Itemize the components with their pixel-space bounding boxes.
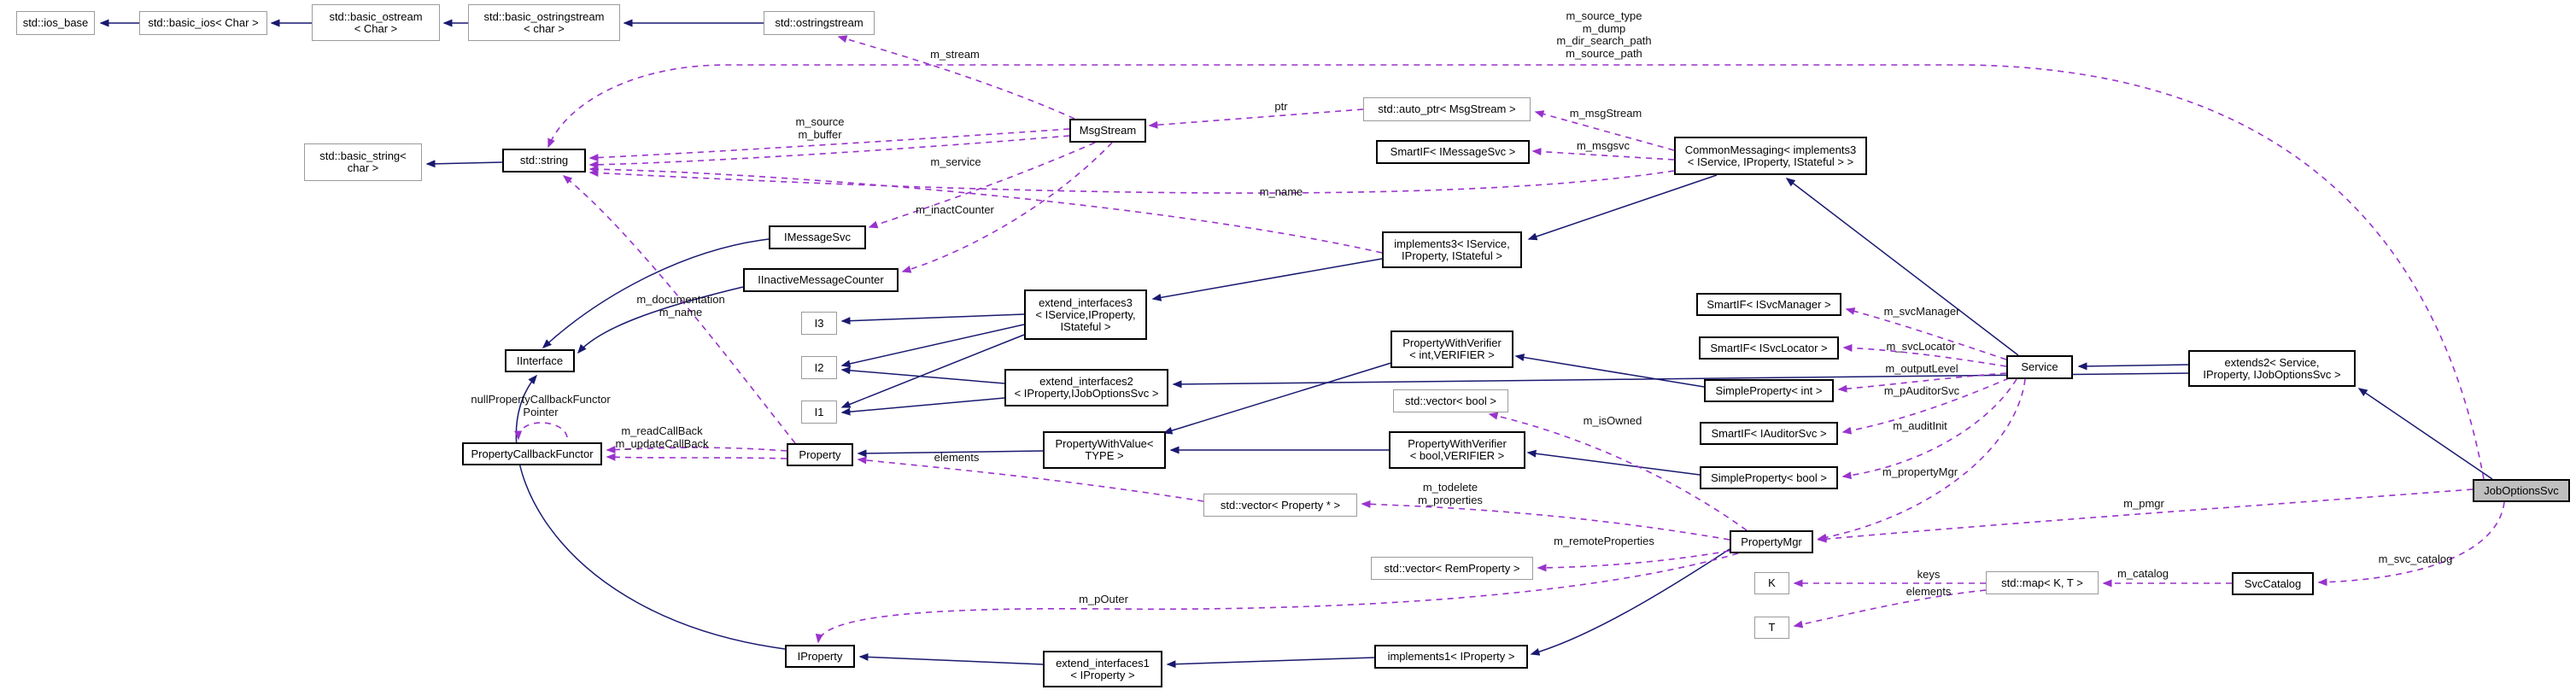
edge-label-m-msgstream: m_msgStream [1569,107,1642,120]
node-propertywithverifier-int[interactable]: PropertyWithVerifier < int,VERIFIER > [1390,330,1513,368]
edge-label-m-service: m_service [930,155,981,168]
node-std-auto-ptr-msgstream: std::auto_ptr< MsgStream > [1363,97,1531,121]
node-smartif-iauditorsvc[interactable]: SmartIF< IAuditorSvc > [1700,422,1838,445]
edge-label-m-isowned: m_isOwned [1583,414,1642,427]
node-msgstream[interactable]: MsgStream [1069,119,1146,143]
edge-label-elements-map: elements [1906,585,1952,598]
edge-label-m-svcmanager: m_svcManager [1883,305,1960,318]
edge-label-m-svc-catalog: m_svc_catalog [2378,553,2453,565]
node-propertywithverifier-bool[interactable]: PropertyWithVerifier < bool,VERIFIER > [1389,431,1525,469]
edge-label-elements: elements [934,451,980,464]
edge-label-m-pouter: m_pOuter [1079,593,1128,605]
node-propertycallbackfunctor[interactable]: PropertyCallbackFunctor [462,442,602,465]
node-std-basic-ios: std::basic_ios< Char > [139,11,267,35]
node-propertymgr[interactable]: PropertyMgr [1730,530,1813,553]
node-svccatalog[interactable]: SvcCatalog [2232,572,2314,595]
node-std-vector-remproperty: std::vector< RemProperty > [1371,557,1533,580]
node-implements1[interactable]: implements1< IProperty > [1374,645,1528,669]
node-extend-interfaces3[interactable]: extend_interfaces3 < IService,IProperty,… [1024,289,1147,340]
edge-label-m-documentation-m-name: m_documentation m_name [636,293,725,319]
edge-label-m-inactcounter: m_inactCounter [916,203,994,216]
node-iinactivemessagecounter[interactable]: IInactiveMessageCounter [743,268,899,292]
node-smartif-imessagesvc[interactable]: SmartIF< IMessageSvc > [1376,140,1530,164]
node-service[interactable]: Service [2006,355,2073,379]
edge-label-m-pmgr: m_pmgr [2123,497,2164,510]
node-smartif-isvcmanager[interactable]: SmartIF< ISvcManager > [1696,293,1841,316]
edge-label-joboptions-string-members: m_source_type m_dump m_dir_search_path m… [1556,9,1652,60]
usage-edges [514,35,2505,644]
node-t: T [1754,617,1789,639]
edge-label-m-stream: m_stream [930,48,980,61]
node-i3: I3 [801,312,837,335]
edge-label-m-auditinit: m_auditInit [1893,419,1947,432]
node-simpleproperty-bool[interactable]: SimpleProperty< bool > [1700,466,1838,489]
edge-label-ptr: ptr [1274,100,1288,113]
node-smartif-isvclocator[interactable]: SmartIF< ISvcLocator > [1699,336,1839,360]
node-commonmessaging[interactable]: CommonMessaging< implements3 < IService,… [1674,137,1867,175]
edge-label-m-todelete-m-properties: m_todelete m_properties [1418,481,1483,506]
edge-label-keys: keys [1917,568,1941,581]
edge-label-m-readcallback-m-updatecallback: m_readCallBack m_updateCallBack [615,424,709,450]
edge-label-m-msgsvc: m_msgsvc [1576,139,1630,152]
node-std-basic-ostringstream: std::basic_ostringstream < char > [468,4,620,41]
edge-label-m-remoteproperties: m_remoteProperties [1554,535,1654,547]
node-std-ios-base: std::ios_base [16,11,95,35]
node-simpleproperty-int[interactable]: SimpleProperty< int > [1704,379,1834,402]
edge-label-m-source-m-buffer: m_source m_buffer [795,115,845,141]
node-propertywithvalue[interactable]: PropertyWithValue< TYPE > [1043,431,1166,469]
node-extend-interfaces1[interactable]: extend_interfaces1 < IProperty > [1043,651,1162,687]
edge-label-m-pauditorsvc: m_pAuditorSvc [1883,384,1960,397]
edge-label-m-name: m_name [1259,185,1303,198]
edge-label-nullpropertycallbackfunctorpointer: nullPropertyCallbackFunctor Pointer [471,393,611,418]
node-std-map: std::map< K, T > [1986,571,2099,594]
node-std-basic-ostream: std::basic_ostream < Char > [312,4,440,41]
node-joboptionssvc: JobOptionsSvc [2473,479,2570,502]
node-imessagesvc[interactable]: IMessageSvc [769,225,866,249]
edge-label-m-propertymgr: m_propertyMgr [1882,465,1958,478]
node-extend-interfaces2[interactable]: extend_interfaces2 < IProperty,IJobOptio… [1004,369,1168,406]
node-k: K [1754,572,1789,594]
node-std-ostringstream: std::ostringstream [764,11,875,35]
node-std-vector-bool: std::vector< bool > [1393,389,1508,412]
node-iproperty[interactable]: IProperty [785,645,855,668]
node-std-vector-property-ptr: std::vector< Property * > [1203,494,1357,517]
node-extends2[interactable]: extends2< Service, IProperty, IJobOption… [2188,350,2356,387]
edge-label-m-svclocator: m_svcLocator [1886,340,1956,353]
node-std-basic-string: std::basic_string< char > [304,143,422,181]
node-std-string[interactable]: std::string [502,149,586,172]
edge-label-m-catalog: m_catalog [2117,567,2169,580]
node-i2: I2 [801,356,837,379]
node-implements3[interactable]: implements3< IService, IProperty, IState… [1382,231,1522,268]
edge-label-m-outputlevel: m_outputLevel [1885,362,1958,375]
node-iinterface[interactable]: IInterface [505,349,575,372]
node-property[interactable]: Property [787,443,853,466]
node-i1: I1 [801,401,837,424]
inheritance-edges [99,19,2493,669]
